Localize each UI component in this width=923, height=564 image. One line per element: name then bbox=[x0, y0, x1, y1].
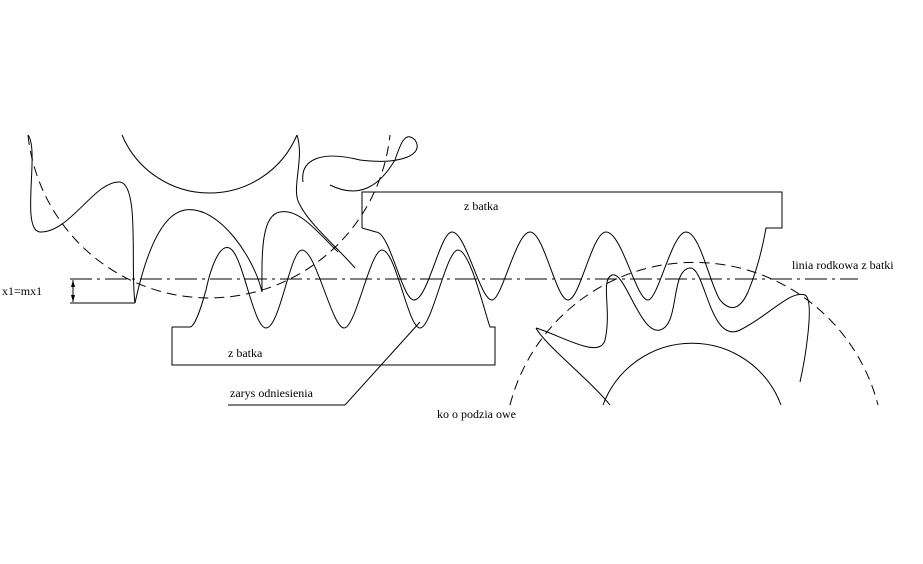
right-gear-teeth bbox=[535, 267, 810, 406]
left-gear-engaged-teeth bbox=[134, 209, 339, 304]
left-gear-teeth bbox=[27, 134, 418, 304]
bottom-rack-outline bbox=[171, 247, 496, 366]
left-pitch-circle bbox=[27, 134, 391, 299]
label-pitch-circle: ko o podzia owe bbox=[437, 407, 516, 421]
label-rack-top: z batka bbox=[464, 199, 499, 213]
left-root-circle bbox=[121, 134, 298, 194]
label-pitch-line: linia rodkowa z batki bbox=[792, 258, 894, 272]
right-root-circle bbox=[602, 342, 782, 406]
label-rack-bottom: z batka bbox=[228, 346, 263, 360]
offset-arrow-top bbox=[71, 280, 75, 287]
right-pitch-circle bbox=[509, 261, 879, 406]
label-offset: x1=mx1 bbox=[2, 284, 42, 298]
label-reference-profile: zarys odniesienia bbox=[230, 386, 314, 400]
top-rack-outline bbox=[361, 191, 783, 308]
offset-arrow-bottom bbox=[71, 295, 75, 302]
reference-profile-leader bbox=[228, 321, 421, 406]
